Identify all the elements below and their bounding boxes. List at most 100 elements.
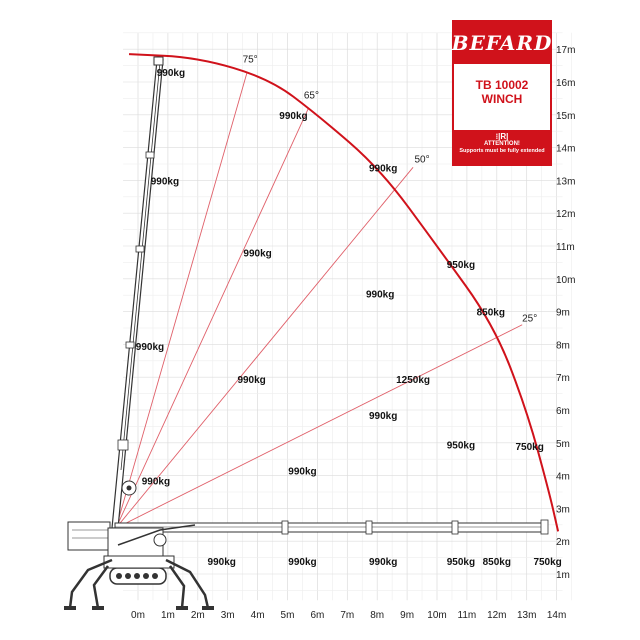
x-tick-label: 2m <box>191 610 205 621</box>
y-tick-label: 8m <box>556 340 570 351</box>
load-label: 950kg <box>447 260 475 271</box>
x-tick-label: 9m <box>400 610 414 621</box>
y-tick-label: 6m <box>556 406 570 417</box>
angle-lines <box>115 72 523 529</box>
x-tick-label: 10m <box>427 610 446 621</box>
attention-title: ATTENTION! <box>484 141 520 147</box>
y-tick-label: 7m <box>556 373 570 384</box>
x-tick-label: 13m <box>517 610 536 621</box>
outrigger-right-2 <box>168 565 186 609</box>
boom-joint-4 <box>117 439 129 451</box>
angle-line <box>115 72 248 529</box>
outrigger-left-1 <box>68 558 113 609</box>
y-tick-label: 16m <box>556 78 575 89</box>
y-tick-label: 3m <box>556 504 570 515</box>
turret-pivot <box>153 533 167 547</box>
y-axis-ticks: 1m 2m 3m 4m 5m 6m 7m 8m 9m 10m 11m 12m 13m 14m 15m 16m 1… <box>556 45 575 581</box>
y-tick-label: 2m <box>556 537 570 548</box>
x-tick-label: 1m <box>161 610 175 621</box>
x-tick-label: 0m <box>131 610 145 621</box>
load-label: 750kg <box>516 442 544 453</box>
load-label: 990kg <box>366 290 394 301</box>
load-label: 990kg <box>136 342 164 353</box>
angle-line <box>115 166 414 529</box>
y-tick-label: 9m <box>556 308 570 319</box>
load-labels: 990kg 990kg 990kg 990kg 990kg 950kg 990kg 850kg… <box>136 68 562 568</box>
y-tick-label: 10m <box>556 275 575 286</box>
y-tick-label: 4m <box>556 472 570 483</box>
outrigger-left-2 <box>92 565 110 609</box>
load-label: 990kg <box>237 375 265 386</box>
luffing-ram <box>117 524 196 546</box>
angle-label: 65° <box>304 90 319 101</box>
y-tick-label: 14m <box>556 144 575 155</box>
load-label: 990kg <box>157 68 185 79</box>
load-label: 950kg <box>447 557 475 568</box>
x-axis-ticks: 0m 1m 2m 3m 4m 5m 6m 7m 8m 9m 10m 11m 12m 13m 14m <box>131 610 566 621</box>
warning-sign-icon: ⁝|R| <box>495 132 509 141</box>
x-tick-label: 5m <box>281 610 295 621</box>
load-label: 990kg <box>243 249 271 260</box>
y-tick-label: 5m <box>556 439 570 450</box>
angle-line <box>115 108 309 529</box>
y-tick-label: 1m <box>556 570 570 581</box>
angle-label: 25° <box>522 313 537 324</box>
boom-tip <box>153 56 164 66</box>
y-tick-label: 12m <box>556 209 575 220</box>
boom-joint-2 <box>135 245 145 253</box>
model-name: TB 10002 WINCH <box>454 78 550 106</box>
boom-h-joint-3 <box>451 520 459 535</box>
outrigger-right-1 <box>165 558 210 609</box>
load-label: 990kg <box>288 467 316 478</box>
crane-cab <box>67 521 111 551</box>
turret <box>107 527 164 559</box>
attention-text: Supports must be fully extended <box>459 148 545 154</box>
y-tick-label: 11m <box>556 242 575 253</box>
load-label: 850kg <box>483 557 511 568</box>
load-label: 990kg <box>369 411 397 422</box>
x-tick-label: 12m <box>487 610 506 621</box>
x-tick-label: 4m <box>251 610 265 621</box>
winch-hub <box>126 485 132 491</box>
x-tick-label: 8m <box>370 610 384 621</box>
brand-panel: BEFARD TB 10002 WINCH ⁝|R| ATTENTION! Su… <box>452 20 552 166</box>
load-label: 850kg <box>477 308 505 319</box>
brand-logo: BEFARD <box>451 31 553 55</box>
load-label: 990kg <box>151 176 179 187</box>
x-tick-label: 6m <box>310 610 324 621</box>
track-wheels <box>116 573 158 579</box>
load-label: 750kg <box>533 557 561 568</box>
boom-joint-3 <box>125 341 135 349</box>
grid <box>123 32 572 601</box>
boom-joint-1 <box>145 151 155 159</box>
brand-logo-band: BEFARD <box>451 22 553 64</box>
y-tick-label: 13m <box>556 176 575 187</box>
x-tick-label: 7m <box>340 610 354 621</box>
angle-line <box>115 324 523 529</box>
boom-h-tip <box>540 519 549 535</box>
boom-h-joint-1 <box>281 520 289 535</box>
load-envelope <box>128 53 560 532</box>
x-tick-label: 11m <box>458 610 477 621</box>
angle-labels: 75° 65° 50° 25° <box>243 54 538 324</box>
x-tick-label: 14m <box>547 610 566 621</box>
attention-band: ⁝|R| ATTENTION! Supports must be fully e… <box>454 130 550 164</box>
load-label: 990kg <box>208 557 236 568</box>
angle-label: 50° <box>414 154 429 165</box>
y-tick-label: 17m <box>556 45 575 56</box>
load-label: 990kg <box>369 557 397 568</box>
load-label: 990kg <box>369 163 397 174</box>
load-label: 990kg <box>279 111 307 122</box>
angle-label: 75° <box>243 54 258 65</box>
model-variant: WINCH <box>481 92 523 106</box>
load-label: 950kg <box>447 440 475 451</box>
chassis <box>103 555 175 569</box>
model-number: TB 10002 <box>475 78 529 92</box>
x-tick-label: 3m <box>221 610 235 621</box>
outrigger-feet <box>64 606 214 610</box>
load-label: 990kg <box>288 557 316 568</box>
load-label: 990kg <box>142 477 170 488</box>
envelope-curve <box>128 53 560 532</box>
y-tick-label: 15m <box>556 111 575 122</box>
